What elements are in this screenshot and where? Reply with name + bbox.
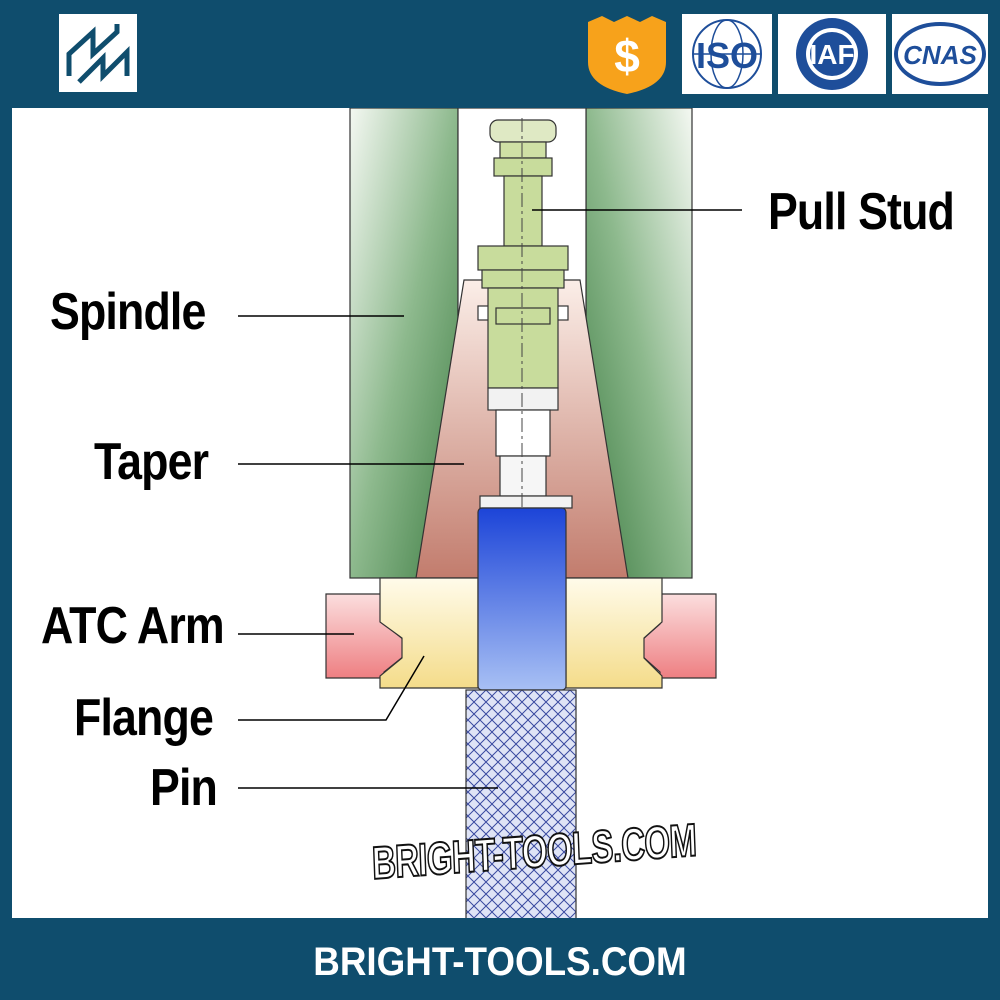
iso-badge: ISO — [682, 14, 772, 94]
dollar-sign-text: $ — [614, 30, 640, 82]
company-logo — [57, 12, 139, 94]
cnas-text: CNAS — [903, 40, 977, 70]
flange — [379, 577, 663, 689]
label-pull-stud: Pull Stud — [767, 183, 955, 241]
diagram-canvas — [12, 108, 988, 920]
label-taper: Taper — [94, 433, 209, 491]
label-atc-arm: ATC Arm — [41, 597, 225, 655]
iaf-text: IAF — [809, 39, 854, 70]
iso-text: ISO — [696, 35, 758, 76]
cnas-badge: CNAS — [892, 14, 988, 94]
label-flange: Flange — [74, 689, 214, 747]
label-pin: Pin — [150, 759, 218, 817]
knurled-pin — [465, 689, 577, 920]
footer-website-text[interactable]: BRIGHT-TOOLS.COM — [313, 940, 687, 984]
footer-bar — [0, 918, 1000, 1000]
stylized-s-logo-icon — [66, 24, 130, 84]
pull-stud-shank — [479, 387, 573, 509]
dollar-shield-badge: $ — [582, 12, 672, 96]
pull-stud — [477, 119, 569, 389]
tool-holder-diagram — [238, 108, 742, 920]
iaf-badge: IAF — [778, 14, 886, 94]
blue-pin-section — [477, 507, 567, 691]
label-spindle: Spindle — [50, 283, 206, 341]
leader-lines — [238, 209, 742, 789]
